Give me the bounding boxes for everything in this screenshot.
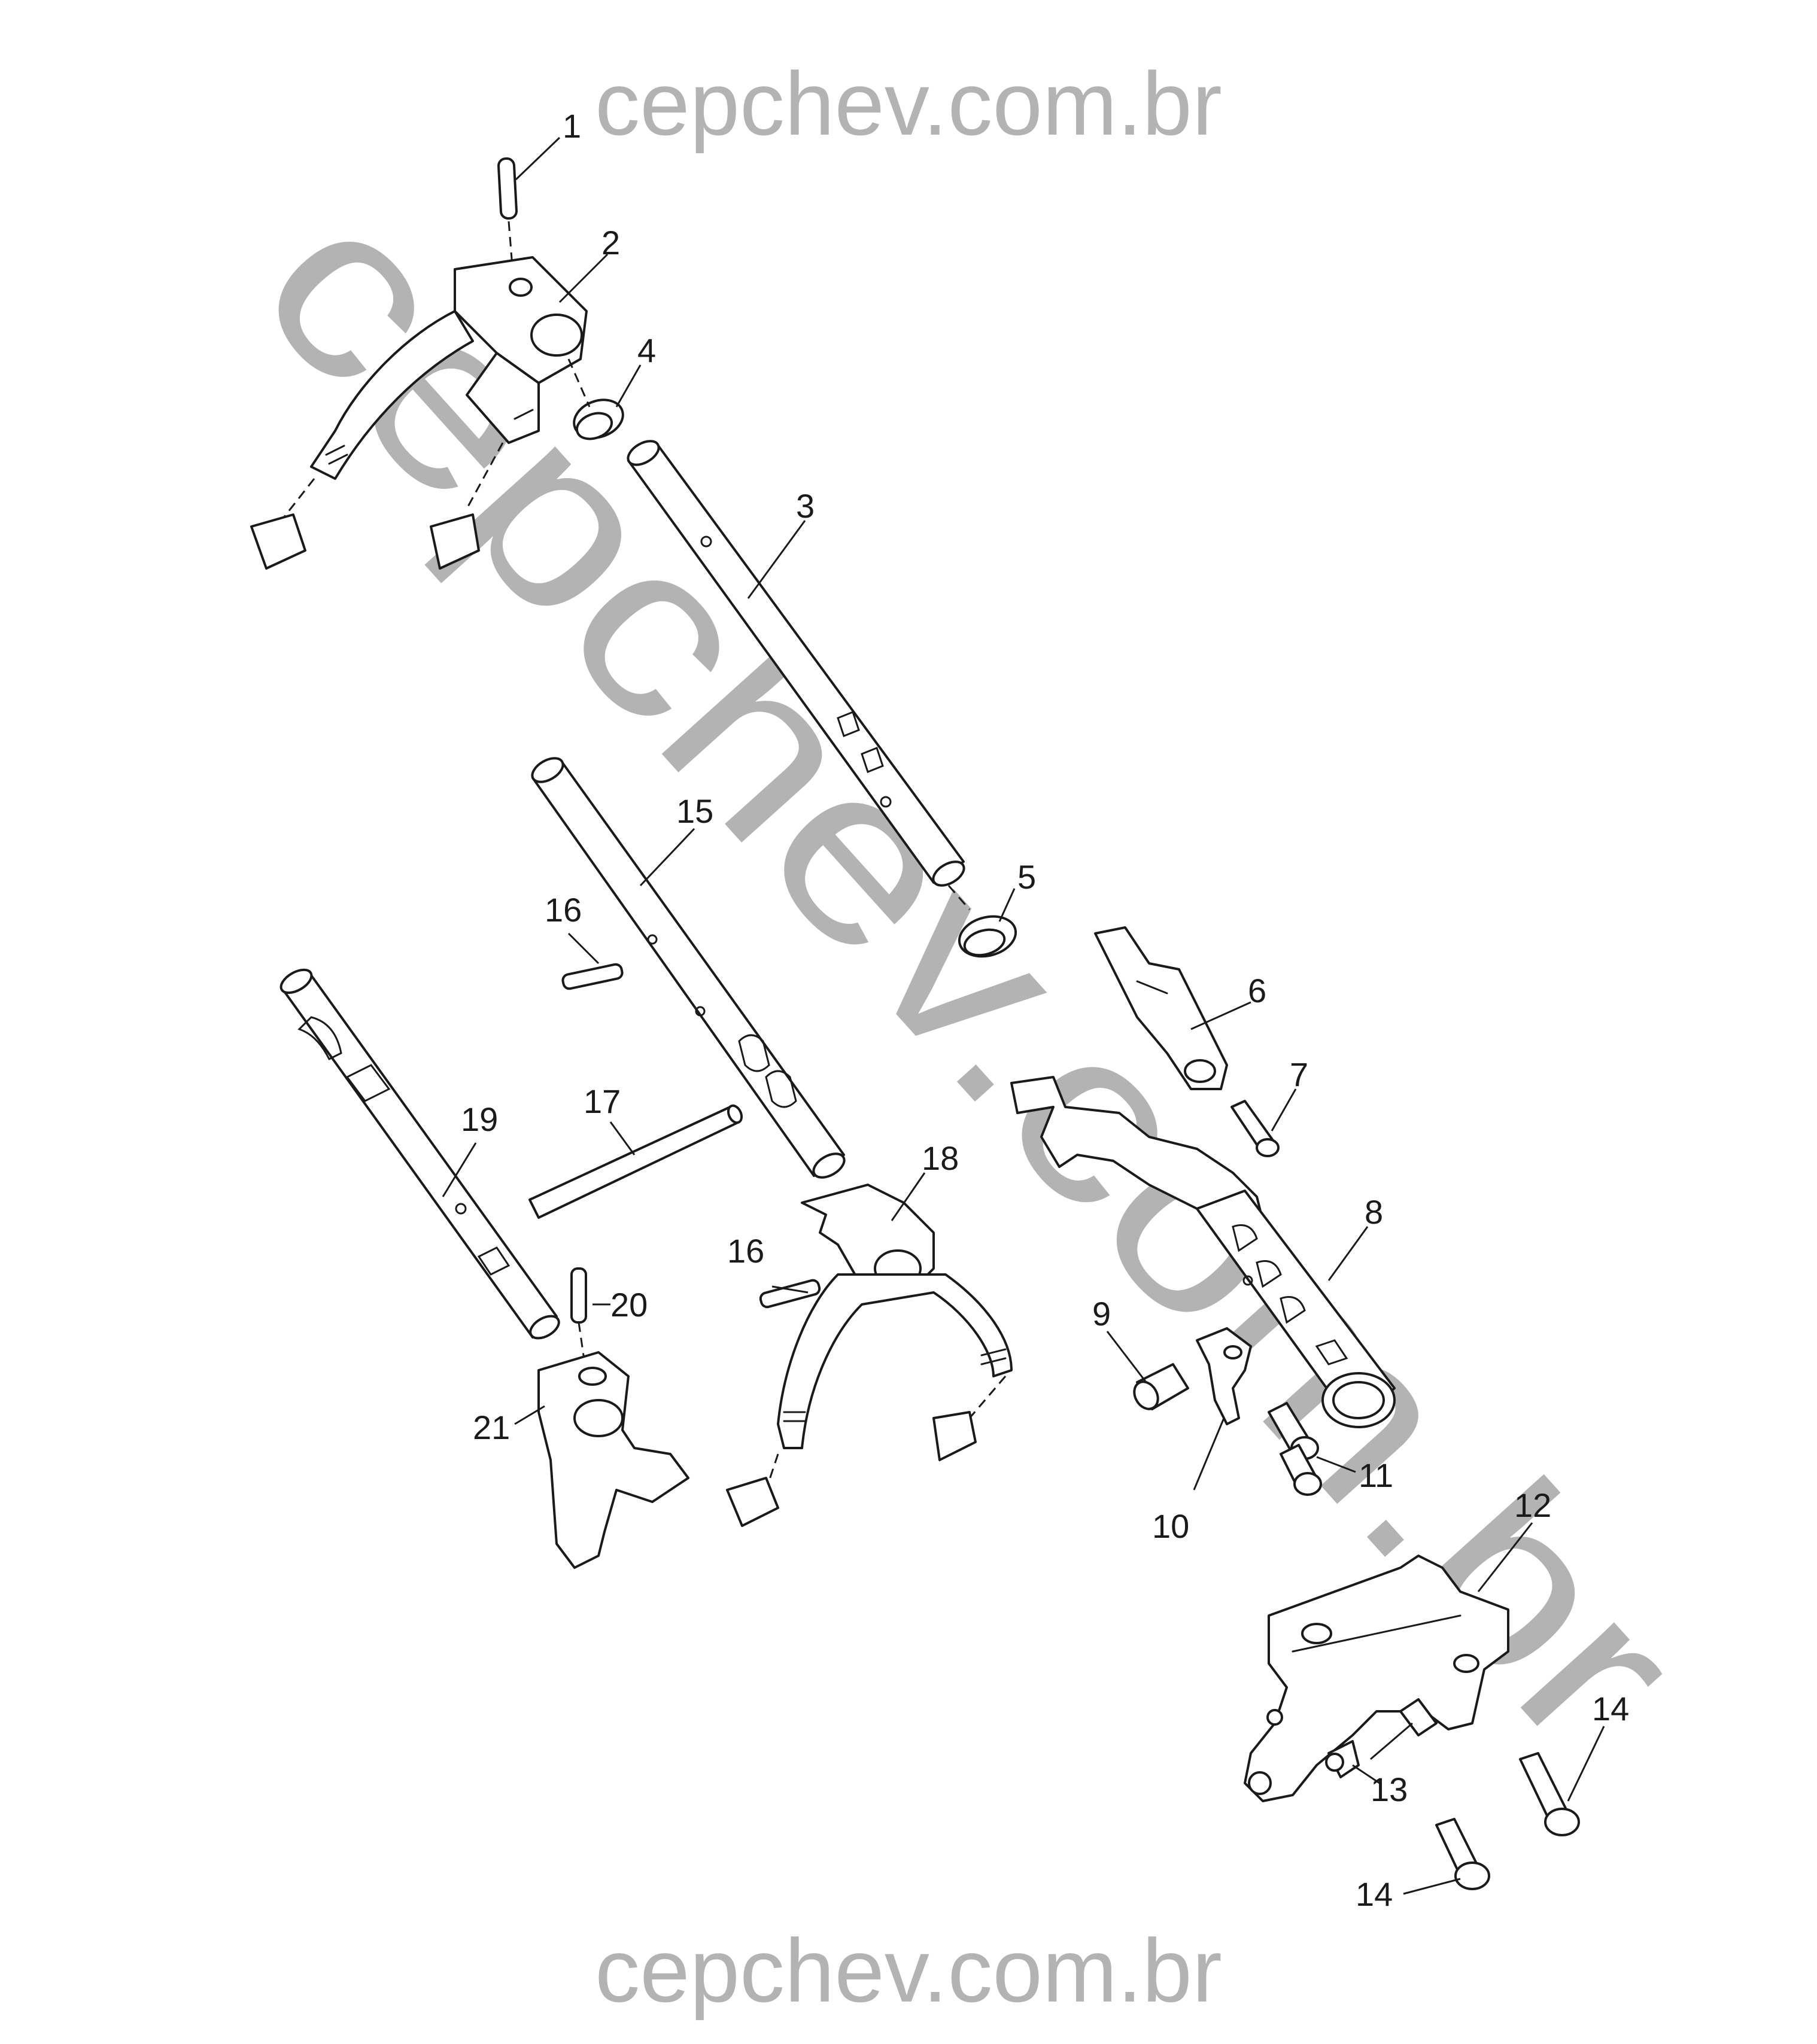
part-19-shift-rail (279, 968, 560, 1340)
part-10-bracket (1196, 1327, 1252, 1425)
part-14-bolt-right (1519, 1752, 1580, 1836)
callout-14-left: 14 (1356, 1875, 1393, 1913)
part-12-housing-plate (1244, 1555, 1509, 1802)
part-6-detent-plate (1094, 926, 1228, 1090)
watermark-bottom: cepchev.com.br (595, 1920, 1222, 2021)
part-9-plug (1133, 1363, 1189, 1410)
part-14-bolt-left (1435, 1818, 1490, 1890)
part-21-shift-lug (537, 1351, 689, 1569)
callout-8: 8 (1365, 1193, 1383, 1231)
part-16-pin-upper (561, 963, 624, 990)
part-shoe-right-top (430, 513, 480, 570)
part-shoe-left-bottom (726, 1477, 779, 1527)
callout-9: 9 (1092, 1295, 1111, 1333)
part-20-pin (570, 1267, 588, 1377)
part-13-plunger-right (1399, 1698, 1438, 1736)
callout-2: 2 (601, 224, 620, 261)
callout-4: 4 (637, 331, 656, 369)
part-8-shift-rail-fork (1010, 1076, 1396, 1428)
part-4-bushing (567, 358, 624, 440)
watermark-top: cepchev.com.br (595, 53, 1222, 154)
part-15-shift-rail (531, 757, 846, 1179)
part-13-plunger-left (1325, 1740, 1360, 1778)
callout-15: 15 (676, 792, 713, 830)
callout-14-right: 14 (1592, 1690, 1629, 1727)
part-16-pin-lower (759, 1279, 821, 1309)
callout-labels: 1 2 3 4 5 6 7 8 9 10 11 12 13 14 14 15 1… (461, 107, 1629, 1913)
part-17-rod (528, 1104, 743, 1219)
callout-19: 19 (461, 1100, 498, 1138)
part-shoe-left-top (250, 513, 306, 570)
callout-16-upper: 16 (545, 891, 582, 929)
part-11-bolt-lower (1280, 1444, 1322, 1496)
callout-17: 17 (584, 1082, 621, 1120)
callout-3: 3 (796, 487, 815, 525)
leader-lines (442, 136, 1605, 1895)
callout-16-lower: 16 (727, 1232, 764, 1270)
callout-12: 12 (1514, 1486, 1551, 1524)
callout-1: 1 (563, 107, 581, 145)
part-18-shift-fork (765, 1184, 1013, 1491)
part-3-shift-rail (627, 440, 971, 910)
part-2-shift-fork (280, 256, 588, 521)
part-shoe-right-bottom (932, 1411, 977, 1461)
watermark-diagonal: cepchev.com.br (210, 151, 1731, 1798)
callout-13: 13 (1371, 1771, 1408, 1808)
callout-10: 10 (1152, 1507, 1189, 1545)
part-5-bushing (958, 915, 1017, 958)
callout-20: 20 (610, 1286, 648, 1324)
callout-21: 21 (473, 1409, 510, 1446)
part-7-bolt (1230, 1100, 1280, 1157)
callout-11: 11 (1359, 1456, 1393, 1494)
callout-7: 7 (1290, 1056, 1308, 1093)
part-11-bolt-upper (1268, 1402, 1319, 1460)
callout-6: 6 (1248, 972, 1266, 1009)
callout-18: 18 (922, 1139, 959, 1177)
callout-5: 5 (1017, 858, 1036, 896)
